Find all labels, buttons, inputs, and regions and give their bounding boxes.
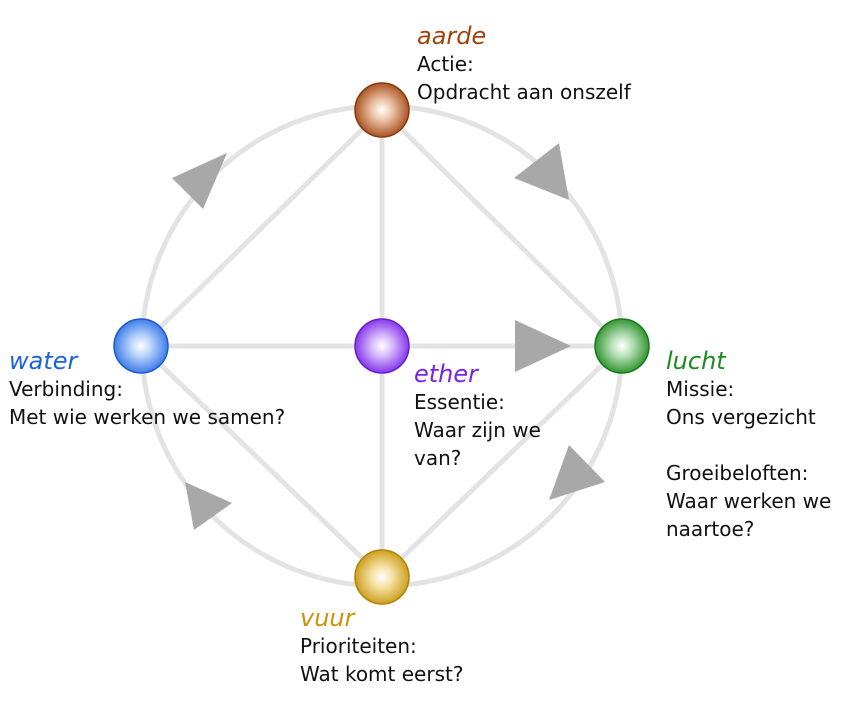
connector-aarde-lucht — [380, 108, 624, 348]
water-description: Met wie werken we samen? — [9, 405, 286, 429]
lucht-spacer — [666, 431, 831, 459]
connector-water-aarde — [139, 108, 384, 348]
lucht-description-2-line2: naartoe? — [666, 517, 755, 541]
aarde-heading: Actie: — [417, 52, 474, 76]
lucht-description: Ons vergezicht — [666, 405, 816, 429]
arrow-vuur-to-water — [185, 482, 232, 530]
ether-description-line2: van? — [414, 446, 462, 470]
connector-lucht-vuur — [380, 344, 624, 579]
element-name-vuur: vuur — [300, 604, 355, 632]
label-vuur: vuur Prioriteiten: Wat komt eerst? — [300, 604, 463, 688]
label-aarde: aarde Actie: Opdracht aan onszelf — [417, 22, 631, 106]
connector-vuur-water — [139, 344, 384, 579]
ether-heading: Essentie: — [414, 390, 505, 414]
node-vuur — [354, 549, 410, 605]
water-heading: Verbinding: — [9, 377, 123, 401]
label-ether: ether Essentie: Waar zijn we van? — [414, 360, 541, 472]
node-water — [113, 318, 169, 374]
element-name-ether: ether — [414, 360, 479, 388]
element-name-water: water — [9, 347, 78, 375]
vuur-description: Wat komt eerst? — [300, 662, 464, 686]
arrow-lucht-to-vuur — [549, 445, 605, 500]
lucht-heading-2: Groeibeloften: — [666, 461, 809, 485]
arrow-ether-to-lucht — [515, 320, 571, 372]
lucht-description-2-line1: Waar werken we — [666, 489, 832, 513]
label-lucht: lucht Missie: Ons vergezicht Groeibeloft… — [666, 347, 831, 543]
arrow-water-to-aarde — [172, 153, 227, 209]
arrow-aarde-to-lucht — [514, 143, 569, 200]
label-water: water Verbinding: Met wie werken we same… — [9, 347, 285, 431]
aarde-description: Opdracht aan onszelf — [417, 80, 631, 104]
node-lucht — [594, 318, 650, 374]
lucht-heading: Missie: — [666, 377, 735, 401]
element-name-aarde: aarde — [417, 22, 487, 50]
node-aarde — [354, 82, 410, 138]
element-name-lucht: lucht — [666, 347, 726, 375]
vuur-heading: Prioriteiten: — [300, 634, 417, 658]
ether-description-line1: Waar zijn we — [414, 418, 541, 442]
node-ether — [354, 318, 410, 374]
